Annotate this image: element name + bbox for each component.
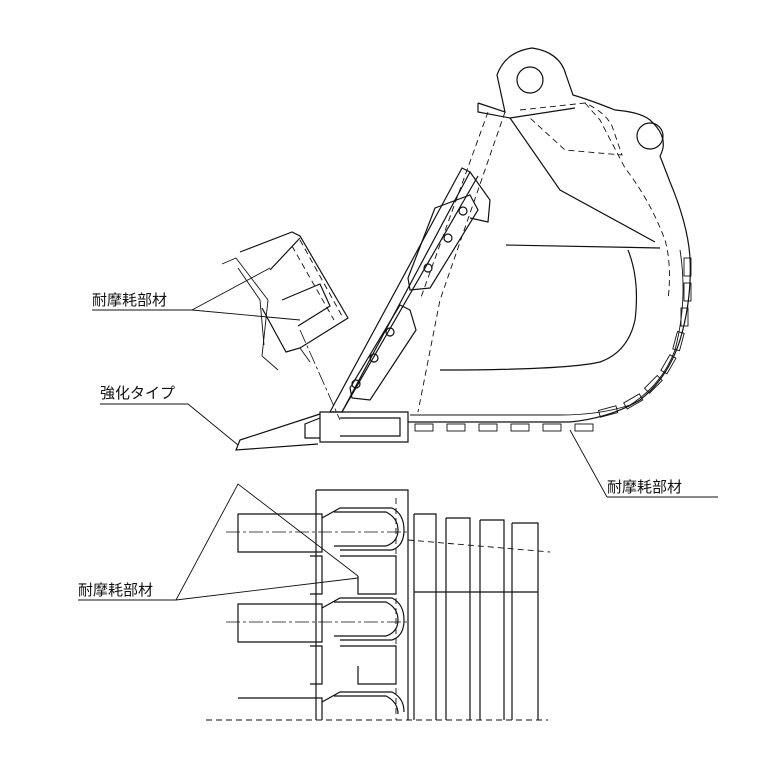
curved-wear-strips (597, 257, 692, 418)
bucket-side-view (235, 47, 692, 451)
svg-text:強化タイプ: 強化タイプ (100, 384, 175, 402)
label-wear-parts-upper-left: 耐摩耗部材 (92, 267, 301, 321)
svg-text:耐摩耗部材: 耐摩耗部材 (92, 291, 167, 309)
bucket-bottom-plan-view (206, 489, 551, 721)
tooth-detail-view (221, 231, 349, 371)
bottom-wear-strips (414, 423, 594, 432)
tooth-row-3 (238, 691, 405, 720)
tooth-row-2 (226, 597, 410, 685)
label-wear-parts-lower-left: 耐摩耗部材 (78, 483, 359, 601)
label-reinforced-type: 強化タイプ (100, 384, 239, 446)
svg-text:耐摩耗部材: 耐摩耗部材 (607, 478, 682, 496)
label-wear-parts-right: 耐摩耗部材 (569, 429, 718, 498)
tooth-row-1 (226, 507, 410, 595)
svg-text:耐摩耗部材: 耐摩耗部材 (78, 581, 153, 599)
